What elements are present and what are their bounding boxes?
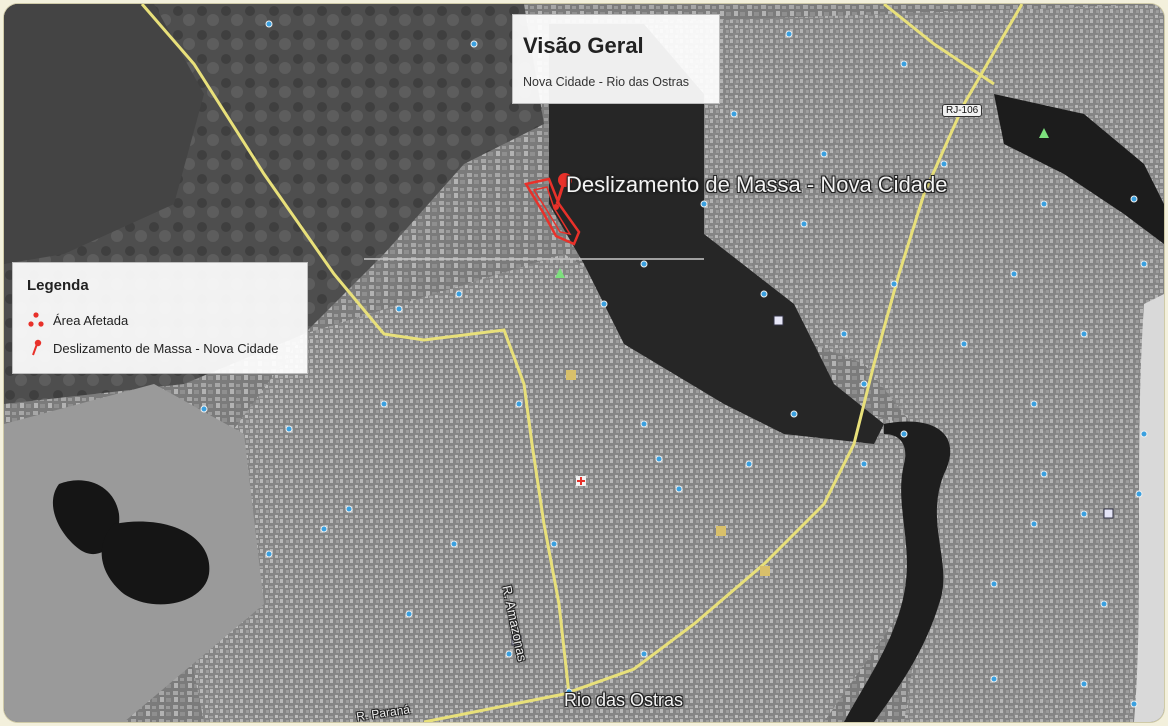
building-icon	[566, 370, 576, 380]
river-east	[844, 421, 951, 722]
legend-item-label: Deslizamento de Massa - Nova Cidade	[53, 340, 279, 356]
legend-panel: Legenda Área Afetada Deslizamento de Mas…	[12, 262, 308, 374]
road-northwest	[140, 4, 571, 695]
page-subtitle: Nova Cidade - Rio das Ostras	[523, 75, 690, 89]
legend-title: Legenda	[27, 277, 89, 294]
affected-area-polygon[interactable]	[524, 177, 581, 246]
legend-item-affected-area: Área Afetada	[27, 311, 128, 329]
pushpin-icon	[27, 339, 45, 357]
school-icon	[773, 315, 784, 326]
urban-east	[604, 4, 1164, 722]
road-northeast	[883, 4, 995, 86]
coast	[1134, 294, 1164, 722]
legend-item-label: Área Afetada	[53, 312, 129, 328]
building-icon-2	[716, 526, 726, 536]
building-icon-3	[760, 566, 770, 576]
highway-shield: RJ-106	[942, 104, 983, 117]
poi-pins	[200, 20, 1148, 708]
tree-icon-2	[1039, 128, 1049, 138]
tree-icon	[555, 268, 565, 278]
wetland-central	[549, 24, 884, 444]
legend-item-landslide: Deslizamento de Massa - Nova Cidade	[27, 339, 278, 357]
lagoon-west	[52, 480, 120, 555]
map-viewport[interactable]: Visão Geral Nova Cidade - Rio das Ostras…	[4, 4, 1164, 722]
placemark-label[interactable]: Deslizamento de Massa - Nova Cidade	[566, 172, 948, 197]
river-north	[994, 94, 1164, 244]
affected-area-icon	[27, 311, 45, 329]
lagoon-west-2	[101, 521, 210, 605]
city-label: Rio das Ostras	[564, 690, 684, 710]
hills-dark	[4, 4, 204, 264]
satellite-map[interactable]	[4, 4, 1164, 722]
bus-icon	[511, 635, 522, 646]
title-panel: Visão Geral Nova Cidade - Rio das Ostras	[512, 14, 720, 104]
pushpin-icon[interactable]	[553, 173, 572, 210]
hospital-icon	[576, 476, 586, 486]
road-rj106	[423, 4, 1024, 722]
school-icon-2	[1103, 508, 1114, 519]
page-title: Visão Geral	[523, 33, 644, 58]
affected-area-inner	[532, 186, 572, 236]
